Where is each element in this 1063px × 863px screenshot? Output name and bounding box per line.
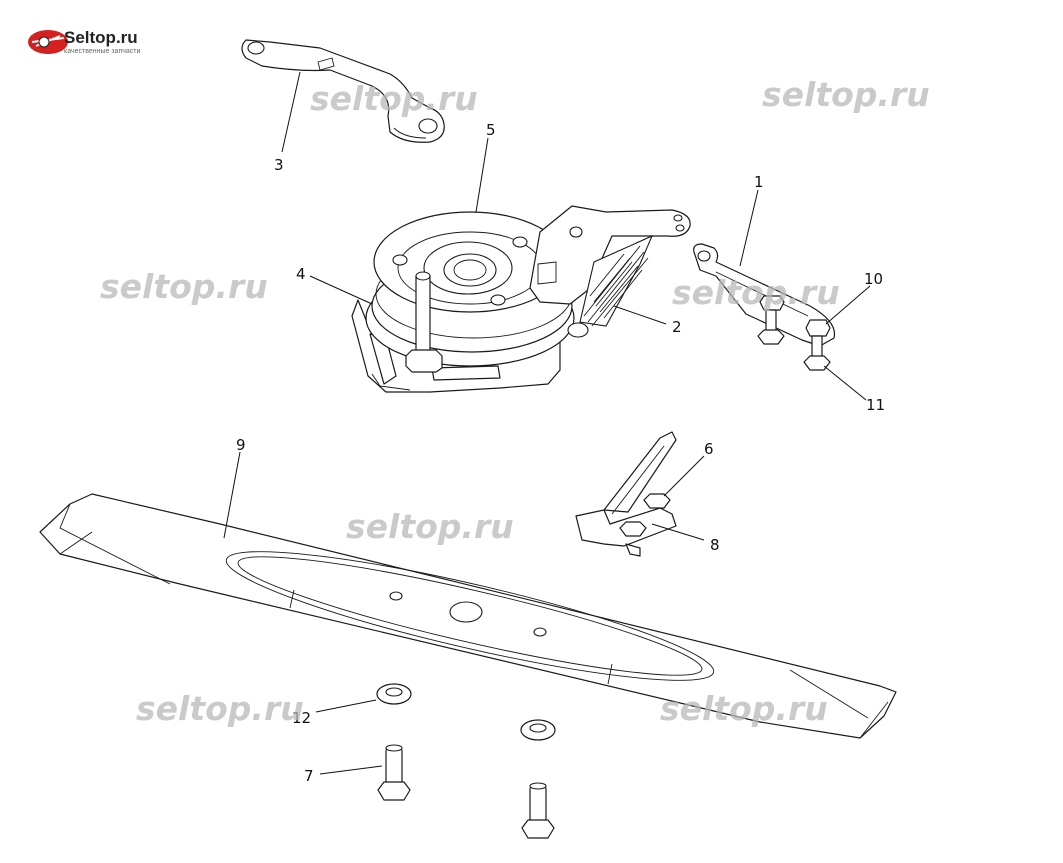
watermark: seltop.ru xyxy=(672,273,840,312)
part-6-nut xyxy=(619,493,671,537)
callout-11: 11 xyxy=(866,396,885,414)
seltop-logo[interactable]: Seltop.ru качественные запчасти xyxy=(28,28,140,55)
part-10-bolt xyxy=(759,295,831,359)
watermark: seltop.ru xyxy=(100,267,268,306)
watermark: seltop.ru xyxy=(762,75,930,114)
watermark: seltop.ru xyxy=(660,689,828,728)
part-2-spring xyxy=(567,234,654,338)
callout-6: 6 xyxy=(704,440,714,458)
callout-8: 8 xyxy=(710,536,720,554)
watermarks: seltop.ru seltop.ru seltop.ru seltop.ru … xyxy=(100,75,930,728)
callout-1: 1 xyxy=(754,173,764,191)
callout-12: 12 xyxy=(292,709,311,727)
part-3-bracket xyxy=(241,39,445,143)
callout-5: 5 xyxy=(486,121,496,139)
part-7-bolt xyxy=(377,744,555,839)
part-11-nut xyxy=(757,329,831,371)
logo-tagline: качественные запчасти xyxy=(64,48,140,55)
part-1-plate xyxy=(693,243,836,347)
callout-10: 10 xyxy=(864,270,883,288)
callout-9: 9 xyxy=(236,436,246,454)
part-5-clutch xyxy=(351,205,691,393)
watermark: seltop.ru xyxy=(310,79,478,118)
callout-2: 2 xyxy=(672,318,682,336)
callout-numbers: 1 2 3 4 5 6 7 8 9 10 11 12 xyxy=(236,121,885,785)
logo-name: Seltop.ru xyxy=(64,28,138,47)
callout-3: 3 xyxy=(274,156,284,174)
callout-4: 4 xyxy=(296,265,306,283)
callout-7: 7 xyxy=(304,767,314,785)
watermark: seltop.ru xyxy=(136,689,304,728)
part-12-washer xyxy=(376,683,556,741)
watermark: seltop.ru xyxy=(346,507,514,546)
part-4-stud xyxy=(405,271,443,373)
leader-lines xyxy=(223,71,871,775)
part-9-blade xyxy=(39,493,897,739)
